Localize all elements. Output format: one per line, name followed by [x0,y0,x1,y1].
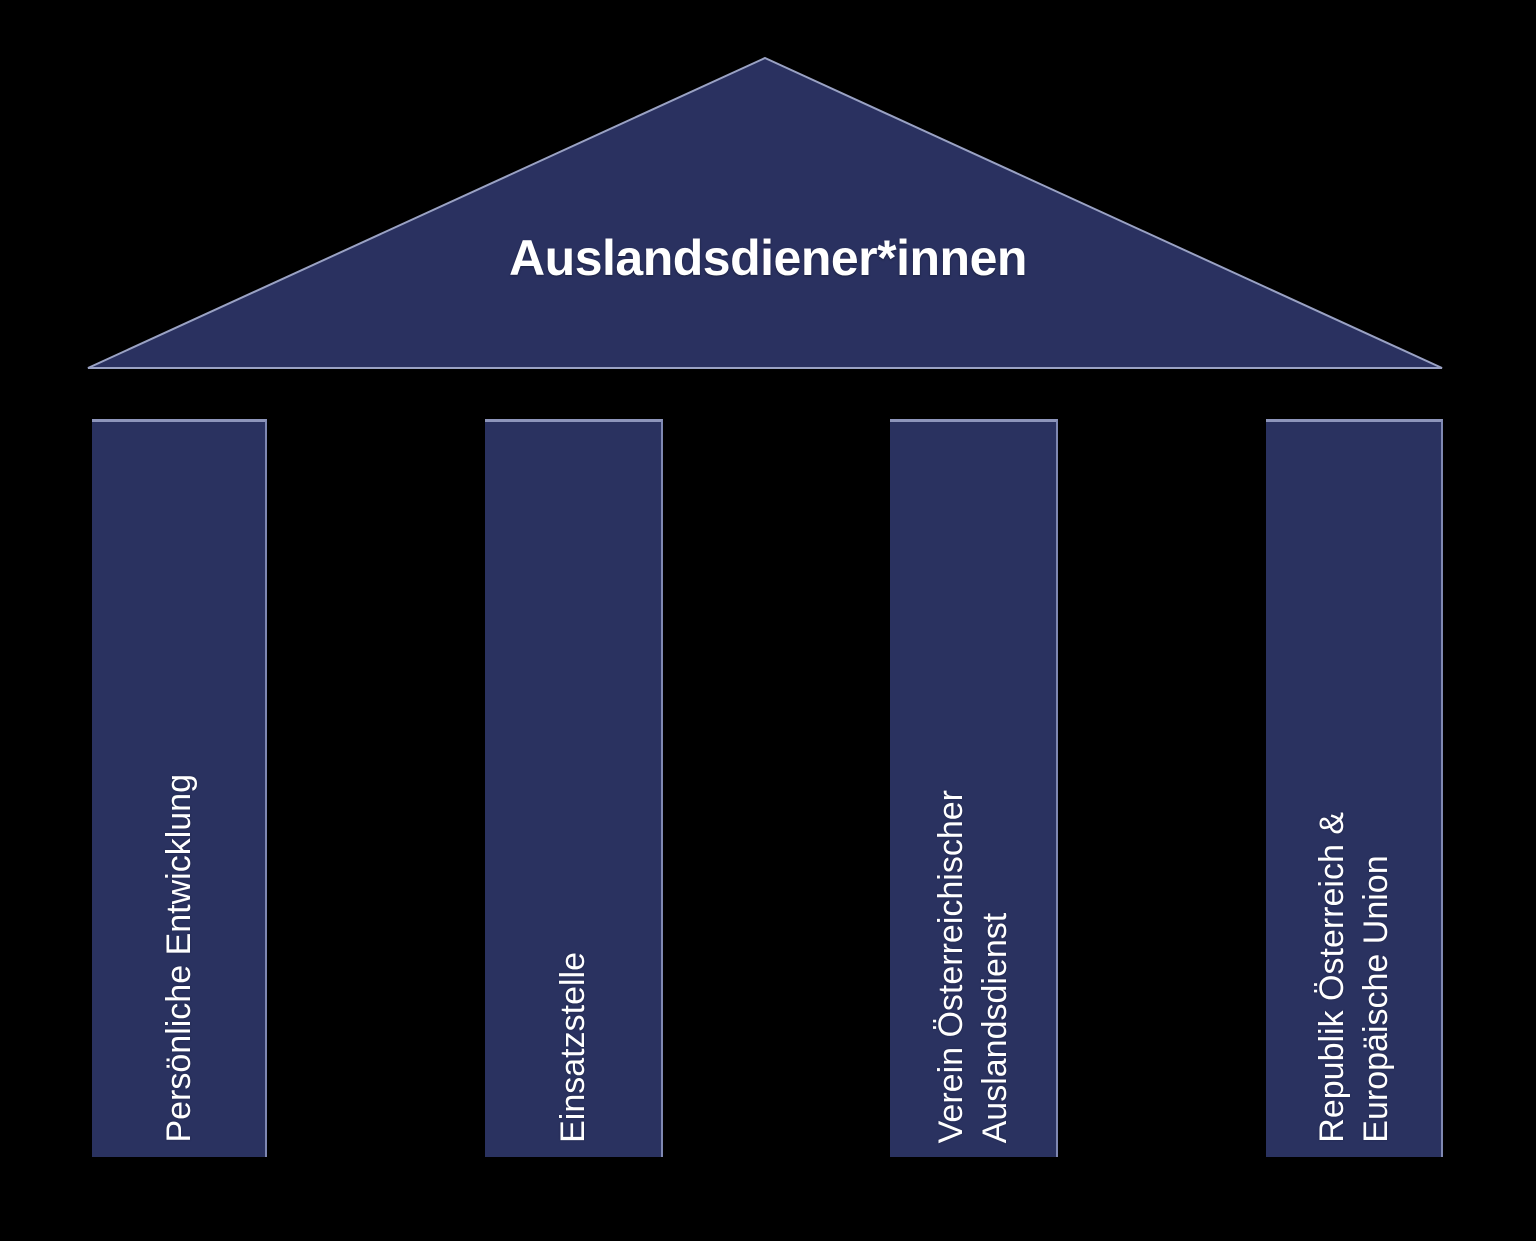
pillar-label-line: Einsatzstelle [554,952,592,1143]
pillar-label-line: Republik Österreich & [1312,812,1351,1143]
pillar-label-line: Europäische Union [1356,855,1395,1143]
pillar-label-wrap: Verein Österreichischer Auslandsdienst [890,422,1056,1157]
pillar-label-line: Auslandsdienst [976,912,1014,1143]
pillar-label-line: Persönliche Entwicklung [159,774,198,1143]
pillar-label: Republik Österreich & Europäische Union [1310,812,1398,1143]
pillar-label-line: Verein Österreichischer [932,789,970,1143]
pillar-republik-oesterreich-europaeische-union[interactable]: Republik Österreich & Europäische Union [1266,419,1443,1157]
page-title: Auslandsdiener*innen [509,230,1027,286]
pediment [0,0,1536,400]
pillar-label-wrap: Einsatzstelle [485,422,661,1157]
pillar-label: Verein Österreichischer Auslandsdienst [929,790,1017,1143]
pillar-persoenliche-entwicklung[interactable]: Persönliche Entwicklung [92,419,267,1157]
pillar-label: Einsatzstelle [551,952,595,1143]
pillar-label-wrap: Republik Österreich & Europäische Union [1266,422,1441,1157]
pediment-triangle-icon [87,56,1443,369]
pillar-label: Persönliche Entwicklung [157,774,201,1143]
pillar-einsatzstelle[interactable]: Einsatzstelle [485,419,663,1157]
pillar-verein-oesterreichischer-auslandsdienst[interactable]: Verein Österreichischer Auslandsdienst [890,419,1058,1157]
pillar-label-wrap: Persönliche Entwicklung [92,422,265,1157]
